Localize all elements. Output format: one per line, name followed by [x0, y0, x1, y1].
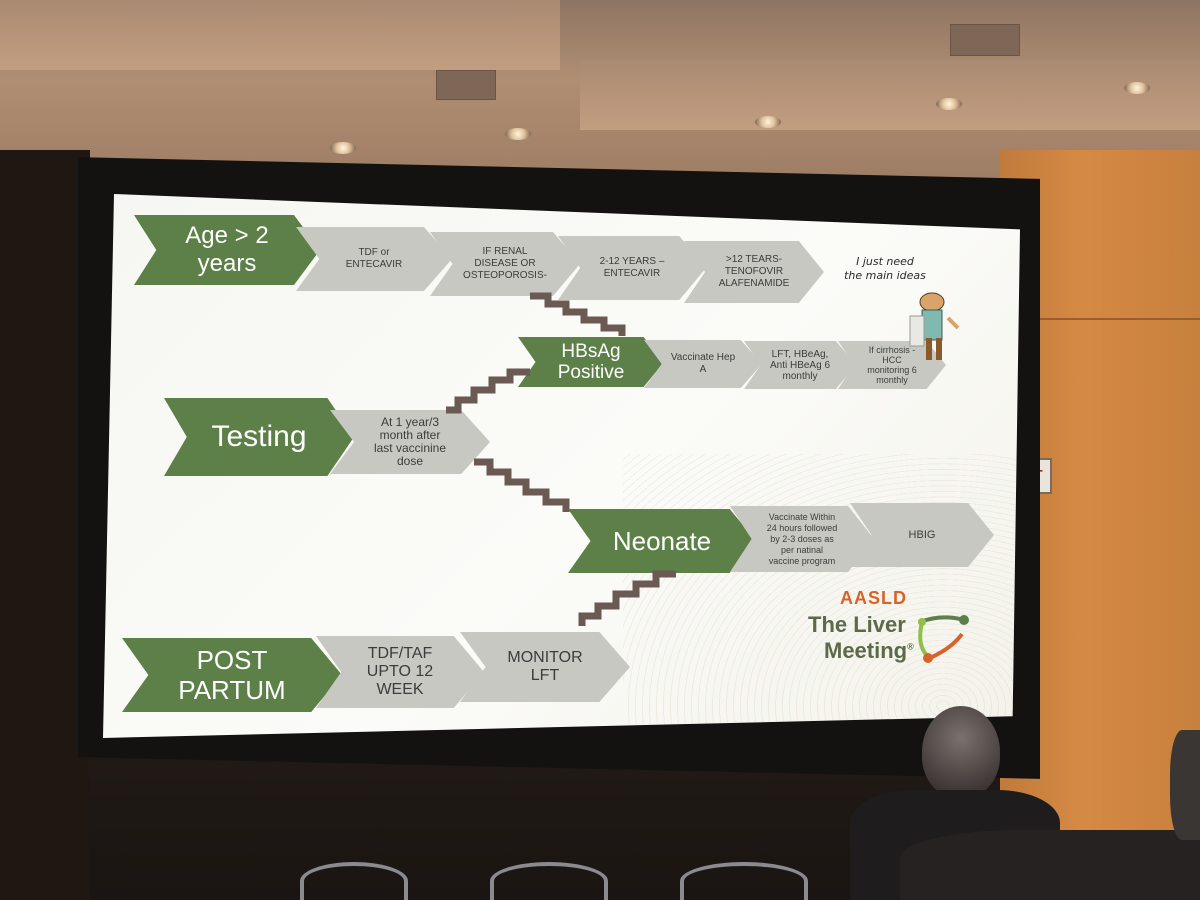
main-arrow-label: HBsAg — [561, 341, 621, 362]
ceiling-vent — [436, 70, 496, 100]
step-label: ENTECAVIR — [345, 259, 403, 270]
caption-line: I just need — [856, 255, 914, 268]
main-arrow-label: Positive — [557, 362, 625, 383]
step-label: LFT, HBeAg, — [771, 348, 829, 360]
step-label: monthly — [876, 375, 908, 385]
step-label: last vaccinine — [373, 441, 447, 455]
step-label: Vaccinate Hep — [670, 352, 736, 363]
ceiling-panel — [0, 0, 560, 70]
step-label: UPTO 12 — [366, 663, 434, 680]
aasld-logo: AASLD The Liver Meeting® — [808, 588, 978, 668]
ceiling-vent — [950, 24, 1020, 56]
slide-background-pattern — [623, 454, 1020, 734]
chair — [490, 862, 608, 900]
wall-trim — [1000, 318, 1200, 320]
step-label: MONITOR — [507, 649, 583, 666]
step-label: 24 hours followed — [766, 522, 838, 533]
liver-meeting-swirl-icon — [918, 615, 969, 663]
step-label: by 2-3 doses as — [770, 533, 834, 544]
chair — [300, 862, 408, 900]
caption-line: the main ideas — [844, 269, 926, 282]
logo-name-line2-text: Meeting — [824, 638, 908, 663]
step-label: HCC — [882, 355, 902, 365]
left-wall — [0, 150, 90, 900]
step-label: Anti HBeAg 6 — [769, 359, 831, 371]
step-label: A — [699, 364, 707, 375]
logo-name-line2: Meeting® — [824, 638, 914, 664]
ceiling-light — [505, 128, 531, 140]
step-label: If cirrhosis - — [868, 345, 916, 355]
step-label: >12 TEARS- — [725, 254, 783, 265]
ceiling-light — [755, 116, 781, 128]
main-arrow-label: Testing — [211, 420, 307, 453]
main-arrow-neonate: Neonate — [568, 509, 756, 573]
step-label: DISEASE OR — [474, 258, 536, 269]
step-label: HBIG — [908, 529, 936, 541]
step-label: per natinal — [780, 544, 823, 555]
step-label: TDF/TAF — [367, 645, 433, 662]
step-label: TDF or — [358, 247, 390, 258]
audience-member-right — [1170, 730, 1200, 840]
step-label: IF RENAL — [482, 246, 528, 257]
main-arrow-label: Neonate — [612, 525, 712, 556]
step-label: month after — [379, 428, 441, 442]
step-label: ENTECAVIR — [603, 268, 661, 279]
chair-row — [300, 862, 860, 900]
audience-member-head — [922, 706, 1000, 798]
cartoon-caption: I just need the main ideas — [830, 255, 940, 283]
step-label: monthly — [782, 370, 818, 382]
ceiling-light — [1124, 82, 1150, 94]
step-arrow: 2-12 YEARS –ENTECAVIR — [558, 236, 706, 300]
main-arrow-label: POST — [196, 645, 268, 675]
chair — [680, 862, 808, 900]
aasld-org-name: AASLD — [840, 588, 907, 608]
step-label: 2-12 YEARS – — [599, 256, 665, 267]
step-label: monitoring 6 — [867, 365, 917, 375]
audience-member-arm — [900, 830, 1200, 900]
head — [922, 706, 1000, 798]
registered-mark: ® — [907, 641, 914, 652]
step-label: LFT — [530, 667, 560, 684]
step-label: OSTEOPOROSIS- — [463, 270, 547, 281]
step-label: Vaccinate Within — [768, 511, 836, 522]
cartoon-character-icon — [909, 292, 960, 360]
main-arrow-label: years — [197, 250, 257, 277]
main-arrow-label: Age > 2 — [185, 222, 269, 249]
main-arrow-testing: Testing — [164, 398, 354, 476]
step-label: TENOFOVIR — [724, 266, 784, 277]
step-label: At 1 year/3 — [380, 415, 439, 429]
ceiling-panel — [580, 60, 1200, 130]
step-arrow: HBIG — [850, 503, 994, 567]
logo-name-line1: The Liver — [808, 612, 906, 637]
main-arrow-label: PARTUM — [178, 675, 286, 705]
ceiling-light — [936, 98, 962, 110]
step-label: dose — [396, 454, 423, 468]
step-label: WEEK — [376, 681, 424, 698]
step-label: vaccine program — [768, 555, 836, 566]
step-label: ALAFENAMIDE — [718, 278, 790, 289]
ceiling-light — [330, 142, 356, 154]
